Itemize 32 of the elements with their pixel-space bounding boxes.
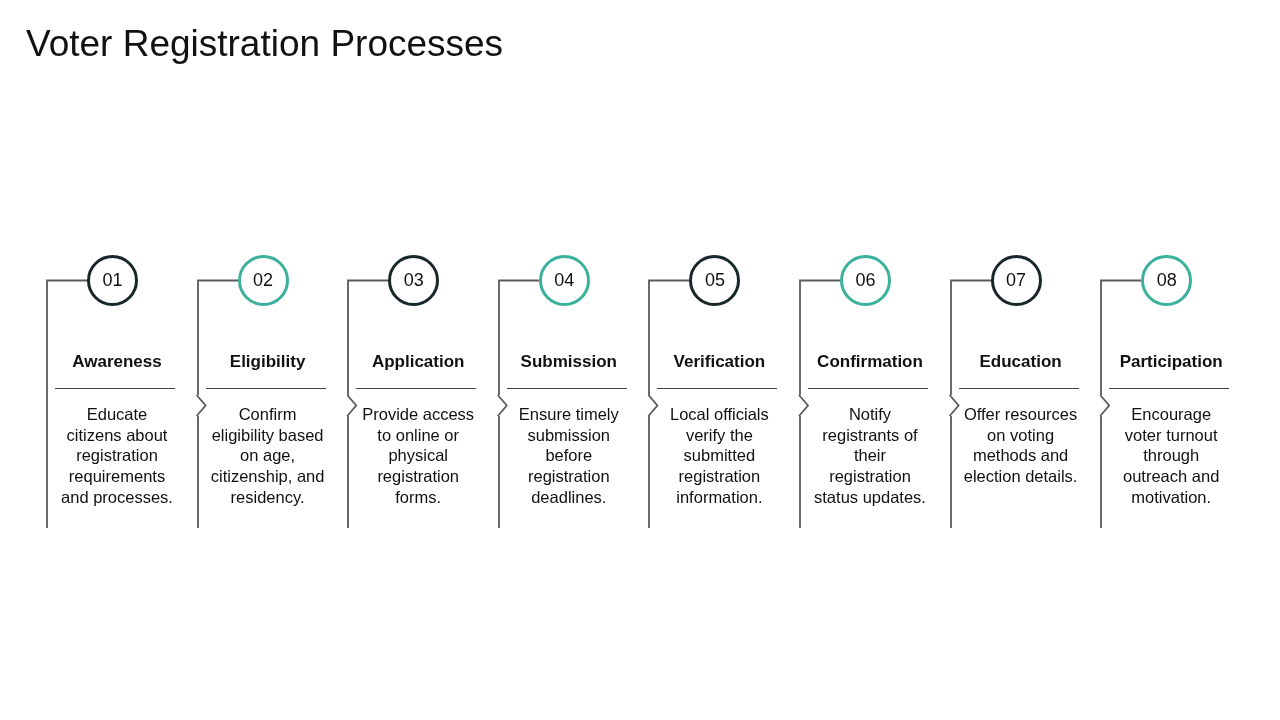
step-heading: Verification	[672, 351, 767, 373]
number-circle: 01	[87, 255, 138, 306]
number-circle: 02	[237, 255, 289, 306]
step-description: Ensure timely submission before registration deadlines.	[517, 404, 620, 508]
step-description: Provide access to online or physical registration forms.	[361, 404, 476, 508]
chevron-connector	[346, 394, 358, 417]
step-heading: Application	[370, 351, 466, 373]
chevron-connector	[195, 394, 207, 417]
step-heading: Submission	[519, 351, 618, 373]
step-heading: Education	[978, 351, 1063, 373]
step-heading: Confirmation	[816, 351, 924, 373]
chevron-connector	[496, 394, 508, 417]
step-heading: Eligibility	[228, 351, 307, 373]
step-description: Encourage voter turnout through outreach and motivation.	[1122, 404, 1221, 508]
number-circle: 07	[990, 255, 1042, 306]
step-description: Offer resources on voting methods and election details.	[962, 404, 1079, 487]
step-description: Local officials verify the submitted registration information.	[669, 404, 770, 508]
step-description: Confirm eligibility based on age, citizenship, and residency.	[209, 404, 326, 508]
chevron-connector	[647, 394, 659, 417]
title: Voter Registration Processes	[26, 22, 504, 66]
number-circle: 06	[840, 255, 891, 306]
step-heading: Participation	[1118, 351, 1224, 373]
number-circle: 05	[689, 255, 741, 306]
step-heading: Awareness	[71, 351, 163, 373]
number-circle: 08	[1141, 255, 1193, 306]
step-description: Educate citizens about registration requirements and processes.	[60, 404, 174, 508]
chevron-connector	[798, 394, 810, 417]
chevron-connector	[1099, 394, 1111, 417]
number-circle: 04	[538, 255, 590, 306]
step-description: Notify registrants of their registration status updates.	[813, 404, 927, 508]
number-circle: 03	[388, 255, 440, 306]
chevron-connector	[948, 394, 960, 417]
